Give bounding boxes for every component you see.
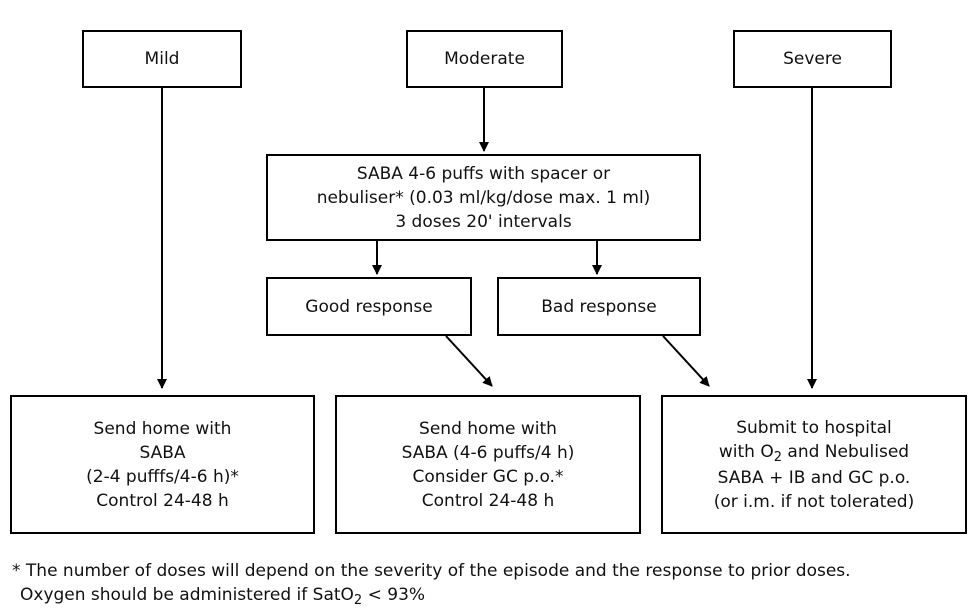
mild-box: Mild [82, 30, 242, 88]
footnote-line-1: * The number of doses will depend on the… [12, 561, 851, 581]
saba-treatment-box: SABA 4-6 puffs with spacer or nebuliser*… [266, 154, 701, 241]
severe-outcome-line-2-sub: 2 [773, 449, 783, 465]
footnote-line-2-post: < 93% [362, 585, 426, 605]
severe-outcome-line-2: with O2 and Nebulised [719, 440, 909, 466]
arrow-good-to-outcome [445, 335, 493, 387]
severe-outcome-line-4: (or i.m. if not tolerated) [713, 491, 915, 512]
moderate-outcome-line-3: Consider GC p.o.* [412, 466, 564, 487]
good-response-label: Good response [305, 296, 433, 317]
footnote-line-2: Oxygen should be administered if SatO2 <… [12, 583, 851, 609]
mild-outcome-box: Send home with SABA (2-4 pufffs/4-6 h)* … [10, 395, 315, 534]
severe-box: Severe [733, 30, 892, 88]
mild-outcome-line-1: Send home with [93, 418, 232, 439]
moderate-outcome-line-2: SABA (4-6 puffs/4 h) [401, 442, 575, 463]
moderate-outcome-box: Send home with SABA (4-6 puffs/4 h) Cons… [335, 395, 641, 534]
good-response-box: Good response [266, 277, 472, 336]
saba-line-2: nebuliser* (0.03 ml/kg/dose max. 1 ml) [316, 187, 651, 208]
moderate-box: Moderate [406, 30, 563, 88]
arrow-bad-to-outcome [662, 335, 710, 387]
moderate-outcome-line-4: Control 24-48 h [421, 490, 555, 511]
bad-response-label: Bad response [541, 296, 657, 317]
bad-response-box: Bad response [497, 277, 701, 336]
severe-outcome-line-1: Submit to hospital [736, 417, 892, 438]
saba-line-3: 3 doses 20' intervals [395, 211, 572, 232]
mild-outcome-line-4: Control 24-48 h [96, 490, 229, 511]
severe-outcome-line-3: SABA + IB and GC p.o. [717, 467, 911, 488]
severe-outcome-box: Submit to hospital with O2 and Nebulised… [661, 395, 967, 534]
moderate-label: Moderate [444, 49, 525, 69]
severe-label: Severe [783, 49, 842, 69]
footnote-line-2-pre: Oxygen should be administered if SatO [20, 585, 354, 605]
mild-outcome-line-3: (2-4 pufffs/4-6 h)* [86, 466, 239, 487]
footnote: * The number of doses will depend on the… [12, 559, 851, 609]
saba-line-1: SABA 4-6 puffs with spacer or [356, 163, 611, 184]
moderate-outcome-line-1: Send home with [419, 418, 557, 439]
mild-label: Mild [144, 49, 180, 69]
severe-outcome-line-2-post: and Nebulised [782, 441, 910, 462]
mild-outcome-line-2: SABA [139, 442, 186, 463]
footnote-line-2-sub: 2 [353, 593, 363, 608]
severe-outcome-line-2-pre: with O [718, 441, 774, 462]
